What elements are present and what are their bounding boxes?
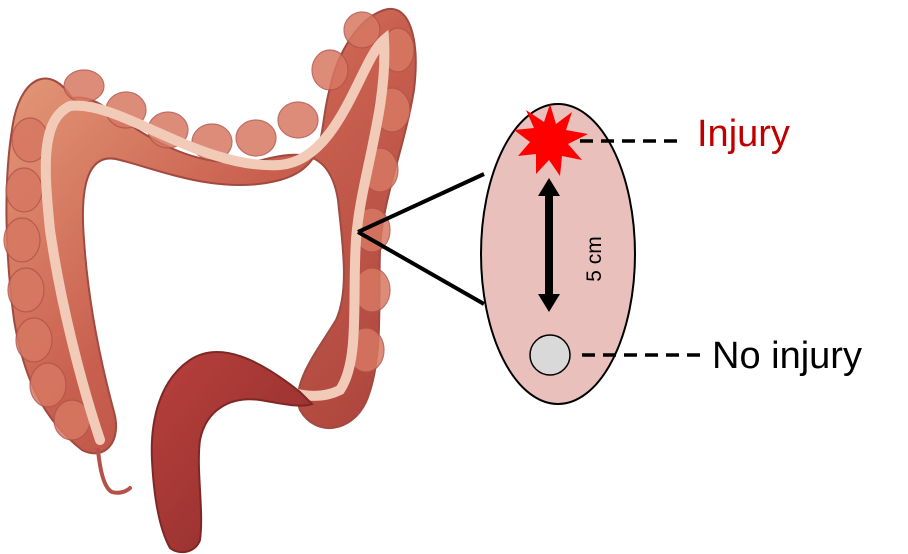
colon-illustration [4,9,416,552]
rectum [152,352,312,552]
no-injury-label: No injury [712,334,862,378]
injury-label: Injury [697,112,790,156]
distance-label: 5 cm [580,233,610,285]
circle-icon [530,335,570,375]
appendix [98,450,130,493]
